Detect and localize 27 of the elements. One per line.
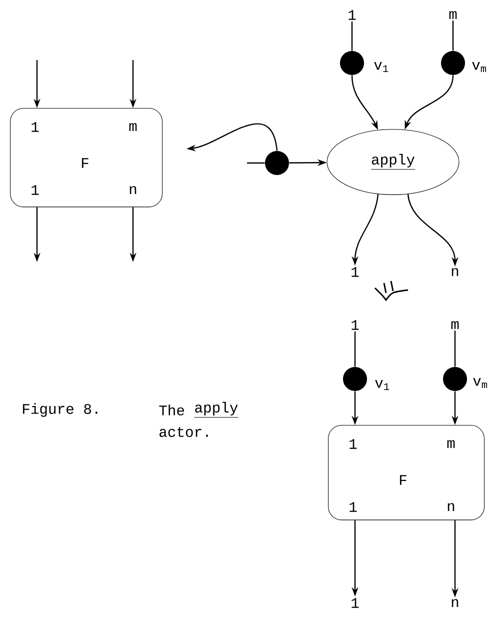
caption: apply [194, 402, 238, 418]
port-label: n [452, 268, 458, 276]
value-label: v$_{m}$ [472, 62, 486, 72]
value-label: v$_{1}$ [375, 380, 390, 390]
port-label: m [449, 11, 457, 19]
port-label: 1 [352, 267, 359, 277]
port-label: 1 [32, 185, 39, 195]
port-label: m [447, 440, 455, 448]
token-dot [265, 151, 289, 175]
port-label: m [451, 321, 459, 329]
port-label: m [129, 123, 137, 131]
actor-name: F [82, 158, 88, 168]
caption: Figure 8. [22, 403, 98, 417]
port-label: 1 [32, 122, 39, 132]
port-label: 1 [348, 10, 356, 20]
port-label: n [130, 186, 136, 194]
port-label: 1 [350, 439, 357, 449]
port-label: 1 [350, 502, 357, 512]
port-label: 1 [352, 320, 359, 330]
value-label: v$_{m}$ [473, 378, 488, 388]
port-label: n [448, 503, 454, 511]
value-label: v$_{1}$ [374, 62, 388, 72]
actor-name: F [400, 475, 406, 485]
caption: The [159, 404, 184, 416]
caption: actor. [160, 427, 208, 437]
port-label: 1 [352, 598, 359, 608]
port-label: n [452, 599, 458, 607]
